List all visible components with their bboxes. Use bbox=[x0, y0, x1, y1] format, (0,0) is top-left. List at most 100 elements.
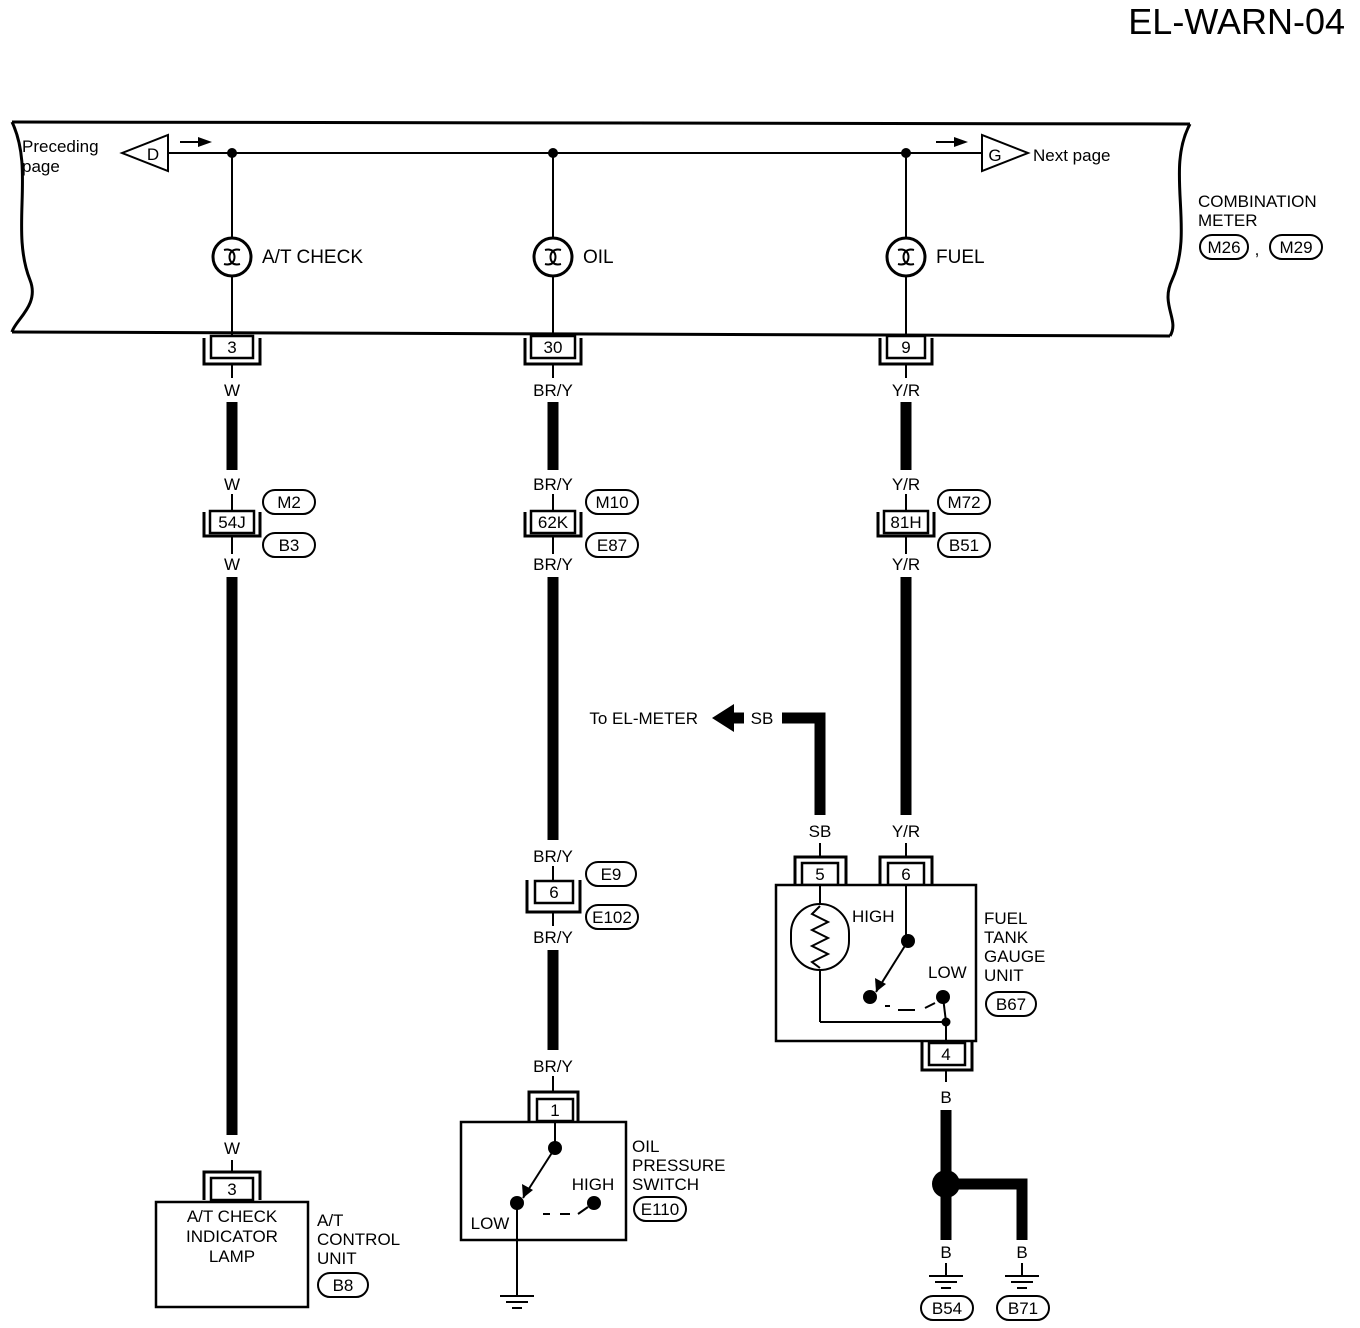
fuel-joint-pin: 81H bbox=[890, 513, 921, 532]
gauge-connector-yr bbox=[878, 855, 934, 887]
gauge-line4: UNIT bbox=[984, 966, 1024, 985]
oil-switch-connector bbox=[527, 1090, 580, 1123]
gauge-conn-oval bbox=[985, 991, 1037, 1017]
ground1-oval bbox=[920, 1295, 974, 1321]
at-unit-line1: A/T bbox=[317, 1211, 343, 1230]
meter-connector-separator: , bbox=[1255, 240, 1260, 259]
oil-joint-conn-top: M10 bbox=[595, 493, 628, 512]
at-joint-conn-top: M2 bbox=[277, 493, 301, 512]
oil-joint-conn-top-oval bbox=[585, 489, 639, 515]
gauge-line3: GAUGE bbox=[984, 947, 1045, 966]
oil-switch-line2: PRESSURE bbox=[632, 1156, 726, 1175]
at-wire-color-3: W bbox=[224, 555, 240, 574]
gauge-pin-yr: 6 bbox=[901, 865, 910, 884]
combination-meter bbox=[10, 120, 1192, 338]
oil-joint2-conn-top: E9 bbox=[601, 865, 622, 884]
ground2-label: B71 bbox=[1008, 1299, 1038, 1318]
fuel-meter-pin: 9 bbox=[901, 338, 910, 357]
gauge-conn: B67 bbox=[996, 995, 1026, 1014]
oil-joint-pin: 62K bbox=[538, 513, 569, 532]
oil-joint-conn-bottom-oval bbox=[585, 532, 639, 558]
oil-joint2-conn-top-oval bbox=[585, 861, 637, 887]
gauge-switch-arrow-icon bbox=[875, 978, 886, 992]
sb-wire-label-1: SB bbox=[751, 709, 774, 728]
meter-name-line2: METER bbox=[1198, 211, 1258, 230]
preceding-page-line1: Preceding bbox=[22, 137, 99, 156]
page-title: EL-WARN-04 bbox=[1128, 1, 1345, 42]
next-page-label: Next page bbox=[1033, 146, 1111, 165]
gauge-line1: FUEL bbox=[984, 909, 1027, 928]
ground-wire-label-2: B bbox=[940, 1243, 951, 1262]
at-unit-conn-oval bbox=[317, 1272, 369, 1298]
oil-switch-line3: SWITCH bbox=[632, 1175, 699, 1194]
oil-joint2-conn-bottom: E102 bbox=[592, 908, 632, 927]
fuel-joint-conn-bottom-oval bbox=[937, 532, 991, 558]
ground-wire-label-3: B bbox=[1016, 1243, 1027, 1262]
switch-arrow-icon bbox=[522, 1184, 533, 1198]
next-page-arrow-icon bbox=[981, 133, 1031, 173]
next-page-tag: G bbox=[988, 146, 1001, 165]
gauge-high: HIGH bbox=[852, 907, 895, 926]
oil-wire-color-6: BR/Y bbox=[533, 1057, 573, 1076]
gauge-line2: TANK bbox=[984, 928, 1029, 947]
at-check-lamp-label: A/T CHECK bbox=[262, 247, 363, 268]
to-meter-arrow-icon bbox=[712, 704, 734, 732]
gauge-ground-pin: 4 bbox=[941, 1045, 950, 1064]
preceding-page-arrow-icon bbox=[119, 133, 169, 173]
sb-wire bbox=[782, 712, 826, 815]
ground-icon bbox=[1005, 1275, 1039, 1289]
oil-switch-pin: 1 bbox=[550, 1101, 559, 1120]
oil-wire-color-3: BR/Y bbox=[533, 555, 573, 574]
oil-wire-color-5: BR/Y bbox=[533, 928, 573, 947]
at-unit-line3: UNIT bbox=[317, 1249, 357, 1268]
oil-switch-conn: E110 bbox=[641, 1200, 679, 1219]
oil-wire-color-4: BR/Y bbox=[533, 847, 573, 866]
meter-connector2: M29 bbox=[1279, 238, 1312, 257]
fuel-joint-conn-top-oval bbox=[937, 489, 991, 515]
fuel-lamp-icon bbox=[885, 236, 927, 278]
fuel-wire-color-3: Y/R bbox=[892, 555, 920, 574]
fuel-wire-color-1: Y/R bbox=[892, 381, 920, 400]
fuel-joint-conn-bottom: B51 bbox=[949, 536, 979, 555]
oil-pressure-switch-box bbox=[459, 1120, 628, 1242]
at-meter-pin: 3 bbox=[227, 338, 236, 357]
at-check-indicator-box bbox=[154, 1200, 310, 1309]
oil-joint2-pin: 6 bbox=[549, 883, 558, 902]
meter-connector1-oval bbox=[1199, 234, 1249, 260]
at-unit-connector bbox=[202, 1170, 262, 1202]
at-wire-color-1: W bbox=[224, 381, 240, 400]
oil-switch-line1: OIL bbox=[632, 1137, 659, 1156]
splice-icon bbox=[932, 1170, 960, 1198]
at-unit-box-line3: LAMP bbox=[209, 1247, 255, 1266]
ground-icon bbox=[500, 1295, 534, 1309]
ground1-label: B54 bbox=[932, 1299, 962, 1318]
fuel-joint-conn-top: M72 bbox=[947, 493, 980, 512]
at-unit-line2: CONTROL bbox=[317, 1230, 400, 1249]
oil-wire-color-1: BR/Y bbox=[533, 381, 573, 400]
oil-joint2-conn-bottom-oval bbox=[585, 904, 639, 930]
flow-arrow-icon bbox=[954, 137, 968, 147]
flow-arrow-icon bbox=[198, 137, 212, 147]
ground-icon bbox=[929, 1275, 963, 1289]
at-unit-box-line2: INDICATOR bbox=[186, 1227, 278, 1246]
to-el-meter-label: To EL-METER bbox=[589, 709, 698, 728]
fuel-tank-gauge-unit-box bbox=[774, 883, 978, 1043]
fuel-wire-color-4: Y/R bbox=[892, 822, 920, 841]
at-joint-conn-bottom-oval bbox=[262, 532, 316, 558]
at-joint-conn-bottom: B3 bbox=[279, 536, 300, 555]
at-unit-box-line1: A/T CHECK bbox=[187, 1207, 278, 1226]
gauge-pin-sb: 5 bbox=[815, 865, 824, 884]
at-wire-color-4: W bbox=[224, 1139, 240, 1158]
at-joint-pin: 54J bbox=[218, 513, 245, 532]
oil-lamp-label: OIL bbox=[583, 247, 614, 268]
oil-wire-color-2: BR/Y bbox=[533, 475, 573, 494]
preceding-page-line2: page bbox=[22, 157, 60, 176]
preceding-page-tag: D bbox=[147, 145, 159, 164]
at-check-lamp-icon bbox=[211, 236, 253, 278]
ground2-oval bbox=[996, 1295, 1050, 1321]
meter-name-line1: COMBINATION bbox=[1198, 192, 1317, 211]
oil-switch-high: HIGH bbox=[572, 1175, 615, 1194]
meter-connector2-oval bbox=[1269, 234, 1323, 260]
ground-wire-label-1: B bbox=[940, 1088, 951, 1107]
